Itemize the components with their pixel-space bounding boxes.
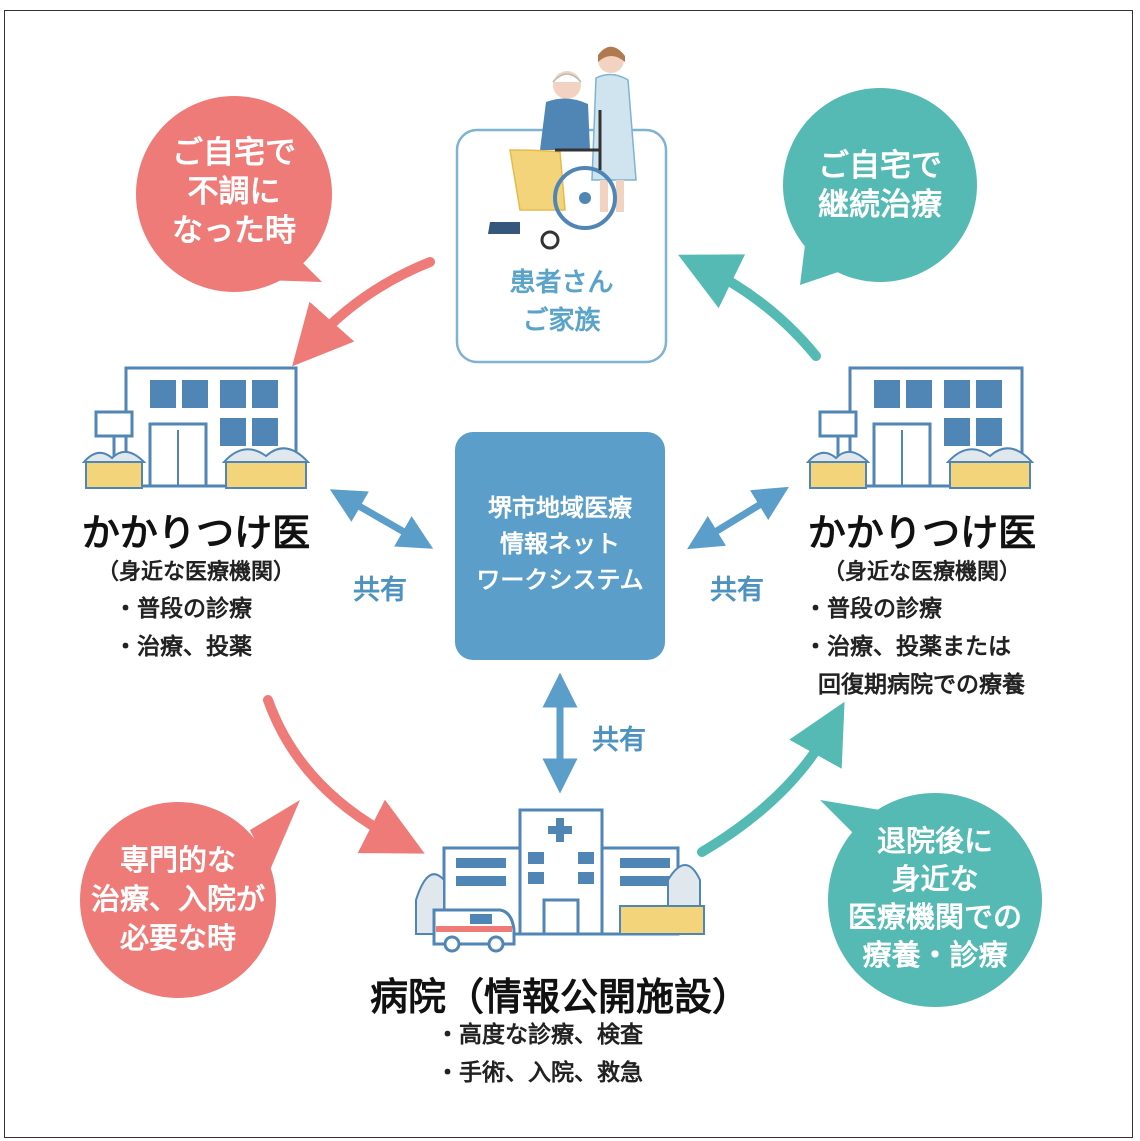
center-label-line: ワークシステム [476, 566, 644, 594]
wheelchair-patient-illustration [488, 46, 637, 250]
bubble-bottom-right [820, 793, 1042, 1007]
right-clinic-subtitle: （身近な医療機関） [822, 560, 1021, 585]
bubble-bottom-left-text: 専門的な 治療、入院が 必要な時 [68, 841, 288, 958]
flow-arrow-patient-to-left-clinic [292, 257, 435, 367]
left-clinic-items: ・普段の診療 ・治療、投薬 [114, 590, 334, 666]
bubble-top-left-text: ご自宅で 不調に なった時 [134, 134, 334, 251]
list-item: ・普段の診療 [804, 596, 942, 622]
share-label-right: 共有 [710, 575, 764, 606]
hospital-building-icon [415, 808, 705, 936]
right-clinic-building-icon [805, 366, 1035, 489]
flow-arrow-left-clinic-to-hospital [263, 695, 425, 854]
list-item: ・治療、投薬または [804, 634, 1011, 660]
bubble-line: ご自宅で [818, 148, 942, 184]
flow-arrow-right-clinic-to-patient [678, 254, 821, 361]
bubble-line: 治療、入院が [90, 882, 265, 916]
bubble-line: 退院後に [876, 824, 993, 858]
center-system-label: 堺市地域医療 情報ネット ワークシステム [455, 490, 665, 598]
bubble-bottom-left [80, 800, 300, 998]
share-label-left: 共有 [353, 575, 407, 606]
left-clinic-subtitle: （身近な医療機関） [96, 560, 295, 585]
list-item: ・手術、入院、救急 [436, 1060, 643, 1086]
hospital-title: 病院（情報公開施設） [369, 975, 750, 1019]
patient-label-line: 患者さん [509, 268, 614, 298]
share-label-bottom: 共有 [592, 725, 646, 756]
bubble-line: ご自宅で [172, 135, 296, 171]
ambulance-icon [432, 908, 516, 953]
center-label-line: 堺市地域医療 [488, 494, 632, 522]
flow-arrow-hospital-to-right-clinic [697, 701, 845, 857]
list-item: 回復期病院での療養 [818, 672, 1025, 698]
bubble-line: なった時 [172, 213, 296, 249]
bubble-top-right [783, 88, 977, 285]
bubble-line: 医療機関での [847, 900, 1022, 934]
patient-label: 患者さん ご家族 [457, 264, 666, 340]
list-item: ・治療、投薬 [114, 634, 252, 660]
bubble-top-left [136, 96, 332, 292]
bubble-bottom-right-text: 退院後に 身近な 医療機関での 療養・診療 [825, 822, 1045, 974]
bubble-line: 身近な [891, 862, 979, 896]
left-clinic-title: かかりつけ医 [81, 511, 311, 555]
bubble-top-right-text: ご自宅で 継続治療 [780, 147, 980, 225]
hospital-items: ・高度な診療、検査 ・手術、入院、救急 [436, 1016, 736, 1092]
left-clinic-building-icon [81, 366, 311, 489]
bubble-line: 不調に [187, 174, 281, 210]
bubble-line: 必要な時 [119, 921, 236, 955]
right-clinic-items: ・普段の診療 ・治療、投薬または 回復期病院での療養 [804, 590, 1104, 704]
share-arrow-right [687, 486, 789, 550]
center-system-box [455, 432, 665, 660]
list-item: ・普段の診療 [114, 596, 252, 622]
bubble-line: 継続治療 [818, 187, 942, 223]
right-clinic-title: かかりつけ医 [807, 511, 1037, 555]
center-label-line: 情報ネット [500, 530, 620, 558]
list-item: ・高度な診療、検査 [436, 1022, 643, 1048]
bubble-line: 療養・診療 [862, 938, 1008, 972]
patient-label-line: ご家族 [522, 306, 601, 336]
share-arrow-left [329, 489, 434, 549]
bubble-line: 専門的な [119, 843, 236, 877]
